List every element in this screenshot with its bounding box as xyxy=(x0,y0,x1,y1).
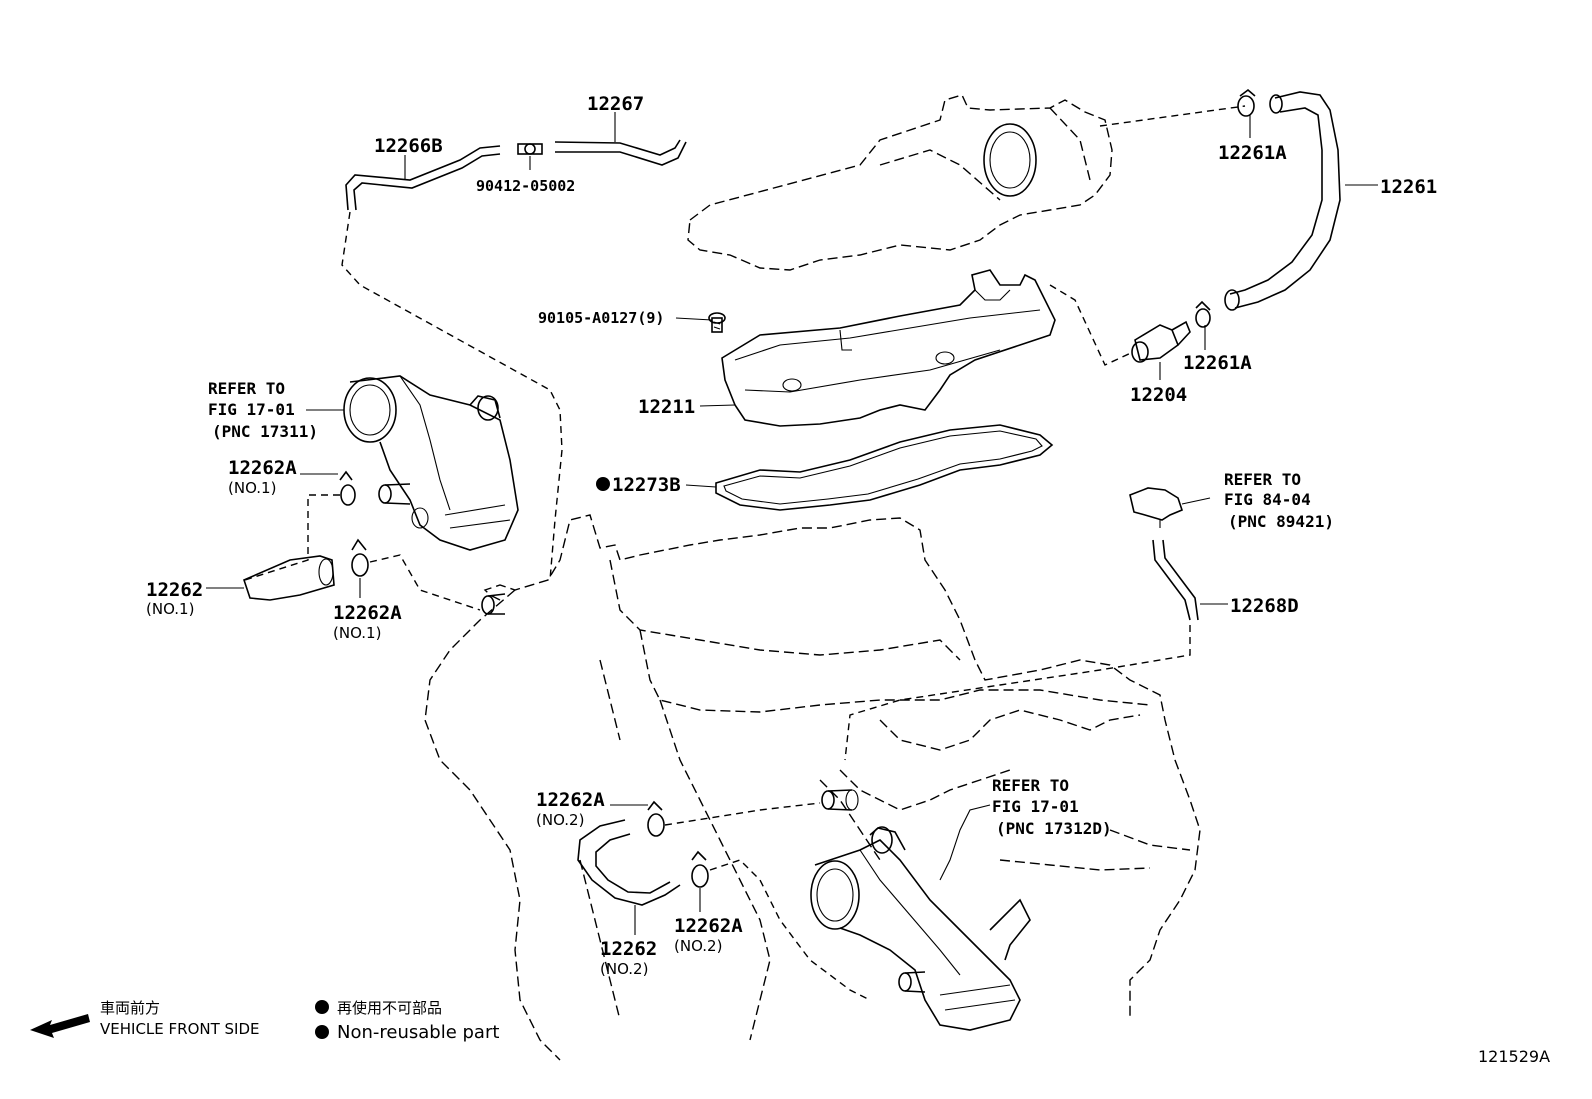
connection-lines xyxy=(244,105,1246,1001)
label-12211: 12211 xyxy=(638,396,695,418)
hose-12266b xyxy=(345,145,501,211)
label-12261: 12261 xyxy=(1380,176,1437,198)
clip-12262a-no2-upper xyxy=(647,800,665,837)
intake-elbow-17312d xyxy=(810,826,1031,1031)
figure-id: 121529A xyxy=(1478,1047,1550,1066)
label-12262-no1-qual: (NO.1) xyxy=(146,600,194,618)
label-12262-no2-qual: (NO.2) xyxy=(600,960,648,978)
legend-dot-icon xyxy=(315,1000,329,1014)
label-90105-a0127: 90105-A0127(9) xyxy=(538,309,664,327)
label-12262a-no1-b: 12262A xyxy=(333,602,402,624)
label-12262a-no2-b: 12262A xyxy=(674,915,743,937)
clip-12262a-no1-upper xyxy=(339,470,356,506)
label-90412-05002: 90412-05002 xyxy=(476,177,575,195)
legend-dot-icon xyxy=(315,1025,329,1039)
ref1-line3: (PNC 17311) xyxy=(212,422,318,441)
hose-12262-no1 xyxy=(243,555,335,601)
ref1-line2: FIG 17-01 xyxy=(208,400,295,419)
ref2-line3: (PNC 89421) xyxy=(1228,512,1334,531)
intake-manifold-outline xyxy=(687,94,1113,271)
ref3-line1: REFER TO xyxy=(992,776,1069,795)
label-12262a-no2-b-qual: (NO.2) xyxy=(674,937,722,955)
leader-lines xyxy=(206,112,1378,935)
part-labels: 12267 12266B 90412-05002 12261A 12261 90… xyxy=(146,93,1437,978)
label-12261a-top: 12261A xyxy=(1218,142,1287,164)
legend: 車両前方 VEHICLE FRONT SIDE 再使用不可部品 Non-reus… xyxy=(30,999,499,1043)
hose-12268d xyxy=(1152,539,1199,621)
reference-callouts: REFER TO FIG 17-01 (PNC 17311) REFER TO … xyxy=(208,379,1334,838)
label-12204: 12204 xyxy=(1130,384,1187,406)
label-12262a-no2-a: 12262A xyxy=(536,789,605,811)
legend-nonreuse-jp: 再使用不可部品 xyxy=(337,999,442,1017)
engine-block-outline xyxy=(424,514,1201,1061)
non-reusable-dot xyxy=(596,477,610,491)
joint-90412 xyxy=(517,143,543,155)
pcv-valve-12204 xyxy=(1131,320,1191,363)
sensor-89421 xyxy=(1129,487,1183,528)
label-12273b: 12273B xyxy=(612,474,681,496)
label-12261a-mid: 12261A xyxy=(1183,352,1252,374)
ref2-line1: REFER TO xyxy=(1224,470,1301,489)
label-12268d: 12268D xyxy=(1230,595,1299,617)
clip-12261a-mid xyxy=(1195,300,1211,328)
ref1-line1: REFER TO xyxy=(208,379,285,398)
label-12262a-no1-a: 12262A xyxy=(228,457,297,479)
label-12262-no2: 12262 xyxy=(600,938,657,960)
gasket-12273b xyxy=(715,424,1054,511)
hose-12267 xyxy=(554,139,687,166)
bolt-90105 xyxy=(708,312,726,333)
ref2-line2: FIG 84-04 xyxy=(1224,490,1311,509)
pipe-stub-lower xyxy=(821,789,859,811)
pipe-stub-center xyxy=(481,593,506,615)
label-12262a-no1-a-qual: (NO.1) xyxy=(228,479,276,497)
legend-front-jp: 車両前方 xyxy=(100,999,160,1017)
label-12262a-no1-b-qual: (NO.1) xyxy=(333,624,381,642)
legend-front-en: VEHICLE FRONT SIDE xyxy=(100,1020,260,1038)
clip-12261a-top xyxy=(1237,88,1256,117)
legend-nonreuse-en: Non-reusable part xyxy=(337,1022,499,1043)
intake-elbow-17311 xyxy=(343,375,519,551)
hose-12262-no2 xyxy=(577,819,681,906)
clip-12262a-no1-lower xyxy=(351,538,369,577)
label-12267: 12267 xyxy=(587,93,644,115)
cylinder-head-cover-12211 xyxy=(721,269,1056,427)
label-12262a-no2-a-qual: (NO.2) xyxy=(536,811,584,829)
hose-12261 xyxy=(1224,91,1341,311)
label-12266b: 12266B xyxy=(374,135,443,157)
ref3-line3: (PNC 17312D) xyxy=(996,819,1112,838)
clip-12262a-no2-lower xyxy=(691,850,709,888)
front-arrow-icon xyxy=(30,1014,90,1038)
label-12262-no1: 12262 xyxy=(146,579,203,601)
ref3-line2: FIG 17-01 xyxy=(992,797,1079,816)
